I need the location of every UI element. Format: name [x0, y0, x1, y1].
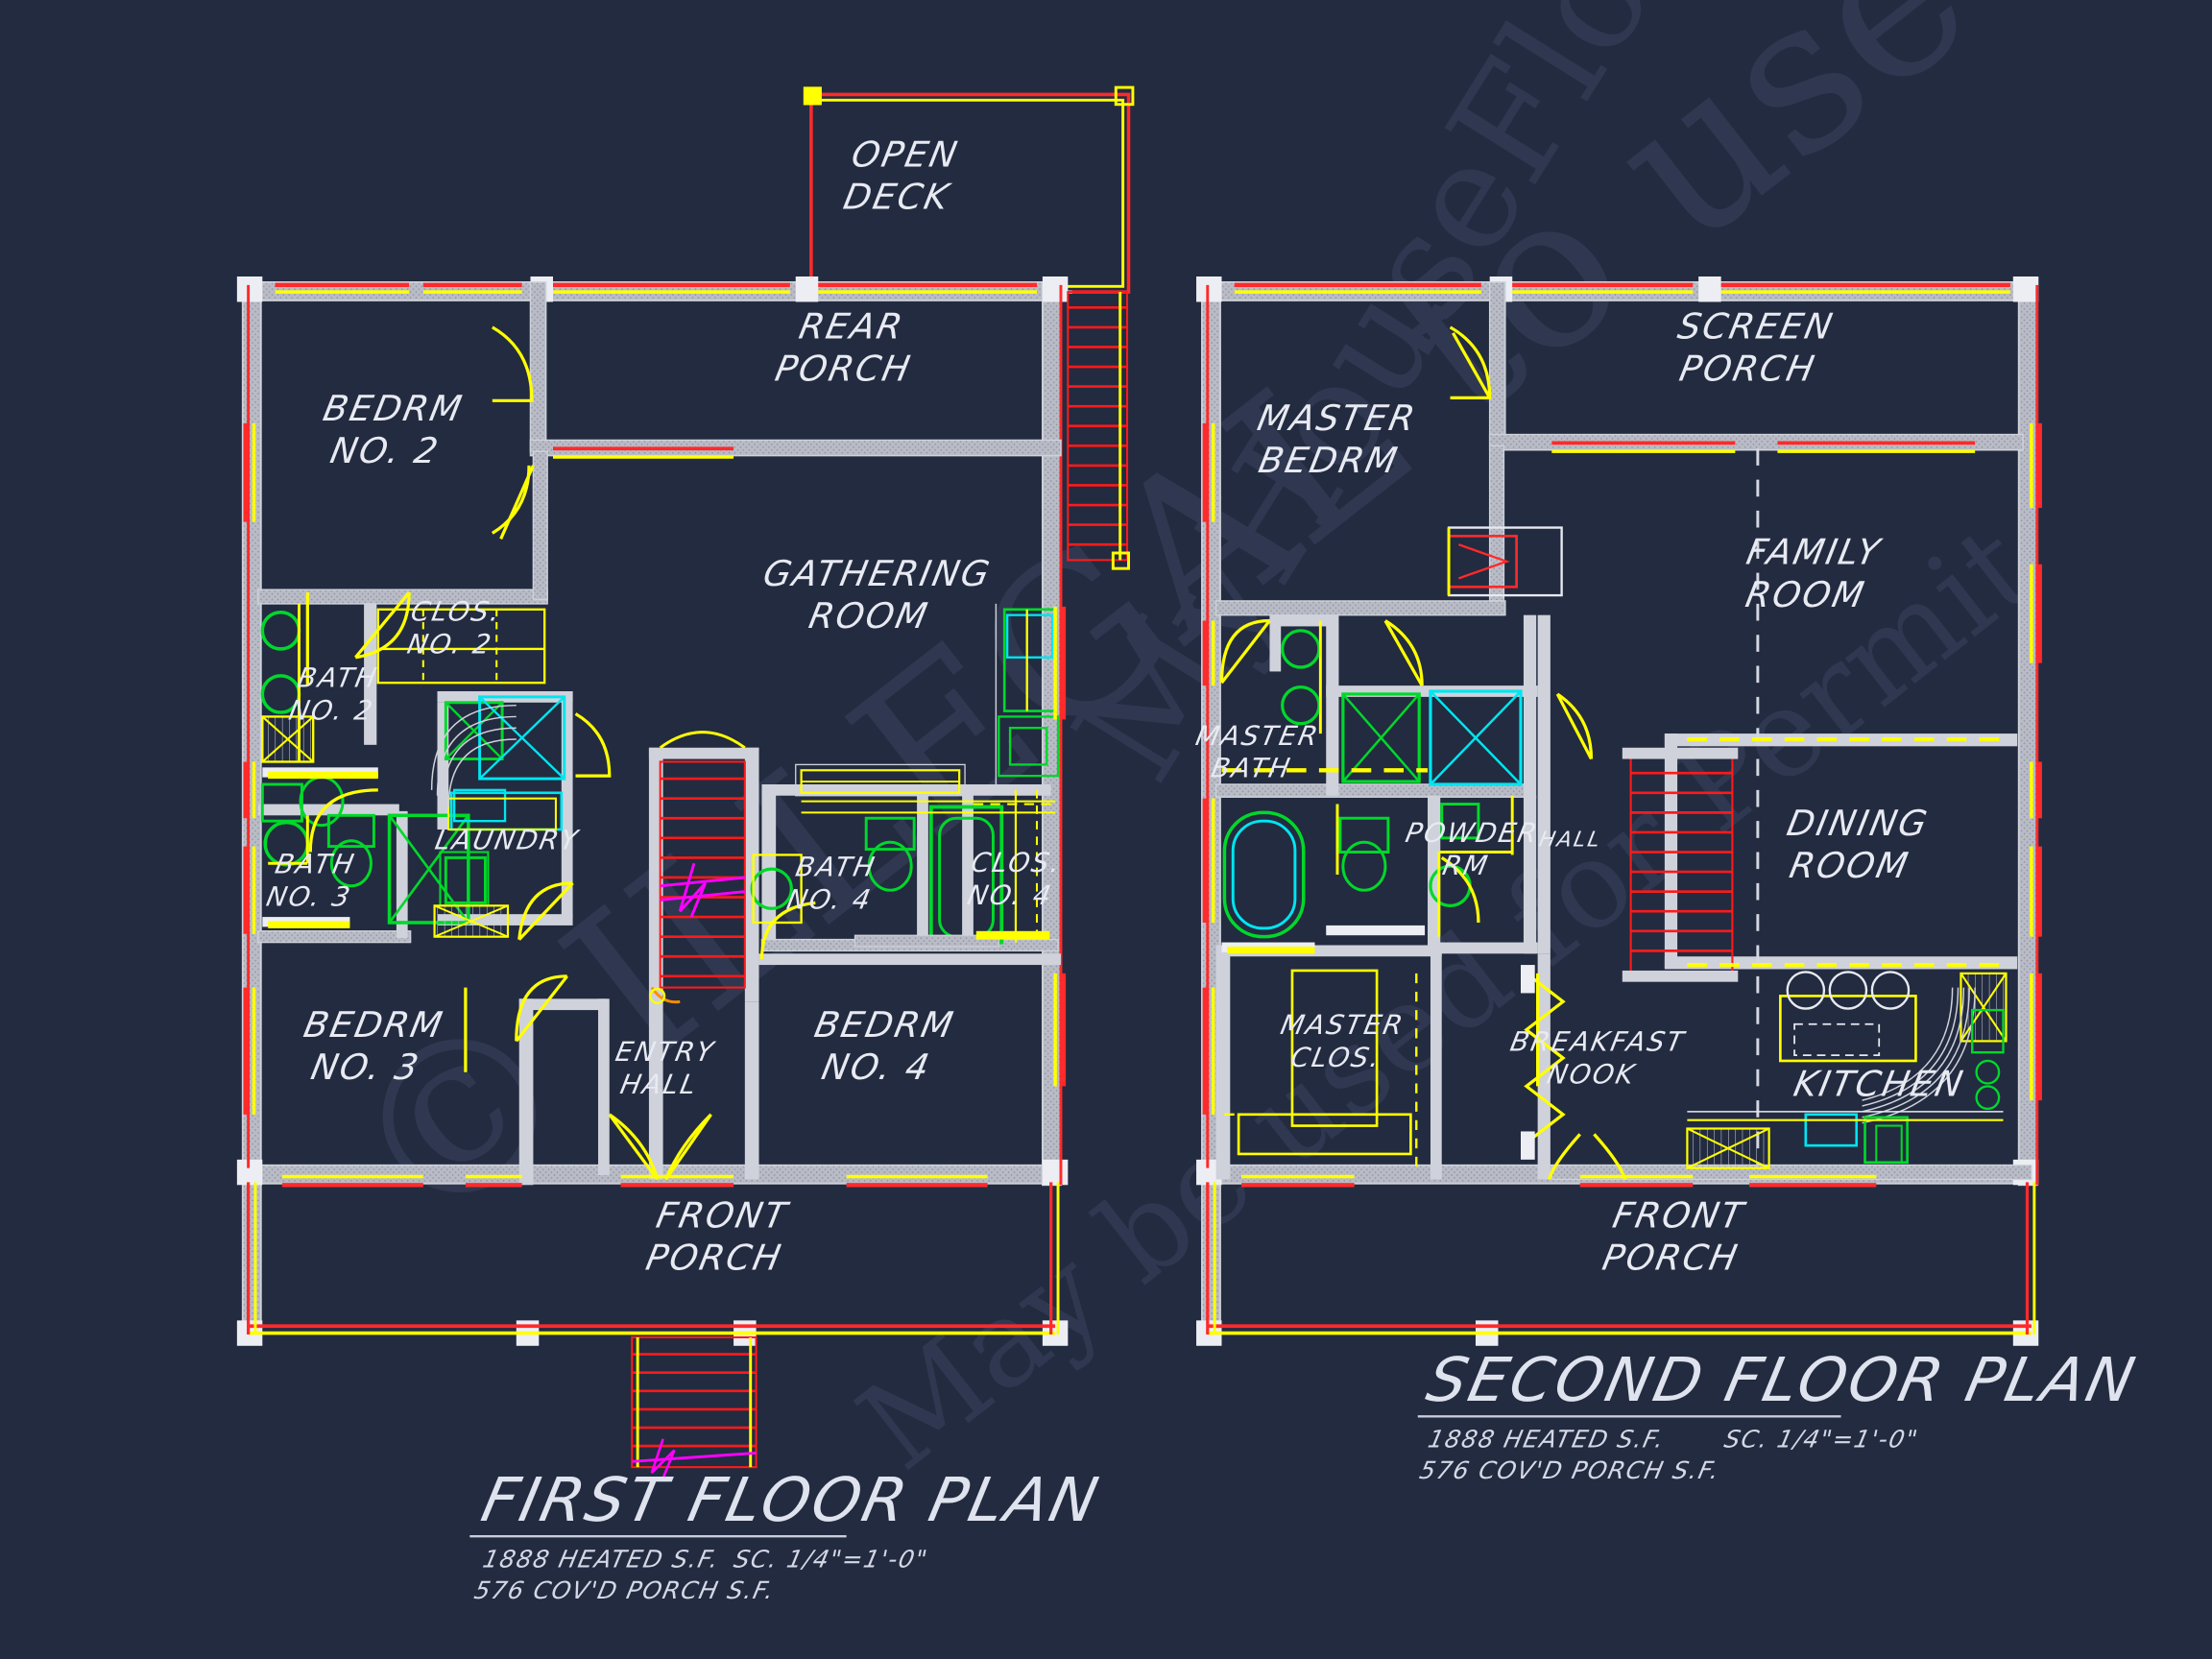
- room-label-group: OPENDECK REARPORCH BEDRMNO. 2 GATHERINGROOM…: [264, 134, 1968, 1279]
- heated-sf: 1888 HEATED S.F.: [1426, 1426, 1668, 1454]
- room-label: CLOS.NO. 2: [402, 596, 505, 660]
- bath-no2-fixtures: [260, 603, 378, 828]
- room-label: BREAKFASTNOOK: [1502, 1026, 1689, 1090]
- room-label: BEDRMNO. 2: [312, 388, 468, 471]
- room-label: KITCHEN: [1791, 1064, 1968, 1105]
- room-label: MASTERCLOS.: [1272, 1009, 1407, 1072]
- covered-porch-sf: 576 COV'D PORCH S.F.: [1417, 1456, 1722, 1484]
- room-label: BEDRMNO. 3: [292, 1004, 447, 1088]
- room-label: LAUNDRY: [433, 825, 583, 856]
- bath-no3-fixtures: [262, 813, 470, 928]
- covered-porch-sf: 576 COV'D PORCH S.F.: [472, 1576, 778, 1604]
- room-label: BATHNO. 3: [264, 849, 361, 912]
- door-swings-first: [305, 325, 816, 1181]
- windows-second-sides: [1202, 422, 2042, 1188]
- title-block: FIRST FLOOR PLAN 1888 HEATED S.F.576 COV'…: [469, 1466, 1106, 1604]
- windows-first-sides: [243, 422, 1067, 1188]
- main-stair-first: [649, 731, 746, 1004]
- room-label: FRONTPORCH: [1599, 1195, 1751, 1279]
- stair-second: [1622, 747, 1739, 982]
- plan-title: FIRST FLOOR PLAN: [475, 1466, 1106, 1536]
- room-label: OPENDECK: [840, 134, 963, 218]
- master-bedroom-niche: [1447, 526, 1563, 597]
- heated-sf: 1888 HEATED S.F.: [480, 1546, 722, 1574]
- room-label: BEDRMNO. 4: [803, 1004, 958, 1088]
- room-label: CLOS.NO. 4: [962, 847, 1065, 910]
- door-swings-second: [1219, 325, 1627, 1180]
- breakfast-nook-bifold: [1521, 965, 1566, 1160]
- room-label: BATHNO. 4: [784, 852, 881, 915]
- room-label: GATHERINGROOM: [752, 553, 995, 637]
- drawing-scale: SC. 1/4"=1'-0": [1721, 1426, 1921, 1454]
- laundry-appliances: [430, 695, 566, 938]
- room-label: FRONTPORCH: [642, 1195, 794, 1279]
- rear-exterior-stair: [1067, 291, 1130, 570]
- master-closet-shelving: [1224, 969, 1418, 1171]
- room-label: BATHNO. 2: [286, 662, 383, 726]
- second-floor-plan: [1196, 276, 2042, 1346]
- room-label: DININGROOM: [1775, 803, 1932, 886]
- room-label: SCREENPORCH: [1667, 306, 1838, 390]
- windows-second-top: [1234, 282, 2010, 294]
- room-label: REARPORCH: [772, 306, 924, 390]
- room-label: MASTERBEDRM: [1246, 397, 1420, 481]
- room-label: MASTERBATH: [1187, 720, 1322, 783]
- room-label: POWDERRM: [1397, 817, 1542, 880]
- plan-title: SECOND FLOOR PLAN: [1421, 1346, 2143, 1416]
- kitchen-fixtures: [1686, 971, 2005, 1169]
- first-floor-plan: [236, 85, 1135, 1479]
- title-block: SECOND FLOOR PLAN 1888 HEATED S.F.576 COV…: [1417, 1346, 2143, 1484]
- closet-no2-shelving: [376, 608, 546, 685]
- room-label: HALL: [1537, 828, 1604, 853]
- room-label: FAMILYROOM: [1735, 532, 1886, 615]
- master-bath-fixtures: [1221, 620, 1523, 954]
- windows-first-top: [275, 282, 1037, 294]
- drawing-scale: SC. 1/4"=1'-0": [732, 1546, 931, 1574]
- closet-no4-shelving: [973, 789, 1059, 943]
- bath-no4-fixtures: [750, 805, 1004, 948]
- front-porch-steps: [631, 1335, 757, 1479]
- room-label: ENTRYHALL: [607, 1036, 719, 1099]
